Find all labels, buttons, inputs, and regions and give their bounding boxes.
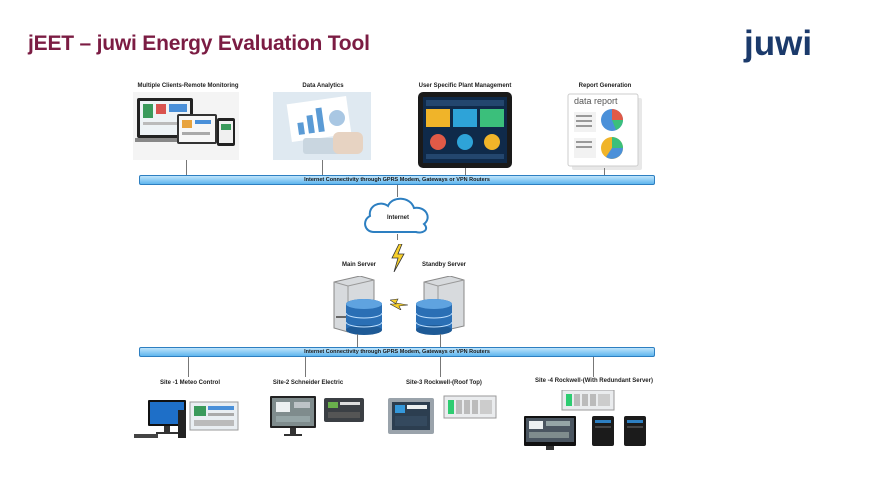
report-title-text: data report [574,96,618,106]
internet-bus-bottom: Internet Connectivity through GPRS Modem… [139,347,655,357]
site-1-label: Site -1 Meteo Control [159,380,220,386]
lightning-icon [391,244,405,272]
site-3-label: Site-3 Rockwell-(Roof Top) [406,380,482,386]
data-analytics-icon [273,92,371,160]
tablet-dashboard-icon [418,92,512,168]
site-4-devices-icon [524,390,646,450]
site-1-devices-icon [134,400,239,438]
main-server-icon [333,276,383,335]
top-label-remote-monitoring: Multiple Clients-Remote Monitoring [137,83,239,89]
main-server-label: Main Server [341,262,377,268]
top-label-data-analytics: Data Analytics [302,83,344,89]
top-label-plant-management: User Specific Plant Management [418,83,512,89]
site-4-label: Site -4 Rockwell-(With Redundant Server) [535,378,653,384]
juwi-logo: juwi [744,24,813,63]
cloud-label: Internet [386,215,409,221]
page-title: jEET – juwi Energy Evaluation Tool [28,32,370,55]
multi-device-icon [133,92,239,160]
server-link-lightning-icon [390,298,408,310]
site-2-label: Site-2 Schneider Electric [272,380,344,386]
standby-server-label: Standby Server [421,262,467,268]
bus-bottom-label: Internet Connectivity through GPRS Modem… [304,349,490,355]
top-label-report-generation: Report Generation [578,83,632,89]
site-2-devices-icon [270,396,364,436]
bus-top-label: Internet Connectivity through GPRS Modem… [304,177,490,183]
cloud-icon [364,197,429,234]
internet-bus-top: Internet Connectivity through GPRS Modem… [139,175,655,185]
site-3-devices-icon [388,395,497,434]
data-report-icon: data report [567,93,642,170]
standby-server-icon [415,276,465,335]
